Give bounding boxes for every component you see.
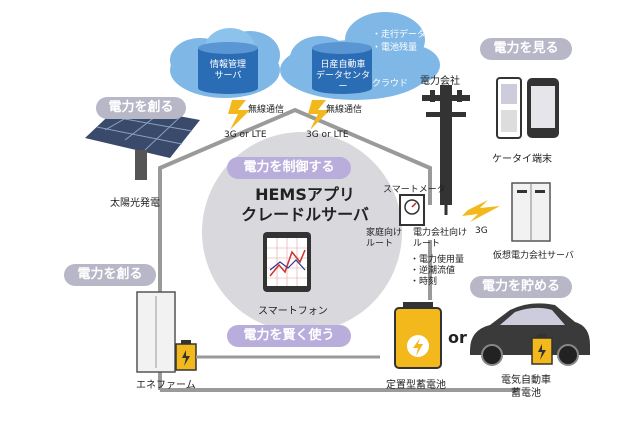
- house-outline: [158, 107, 432, 390]
- pill-store: 電力を貯める: [470, 276, 572, 298]
- lightning-icon: [228, 100, 500, 222]
- battery-icon: [175, 340, 197, 371]
- smart-meter-icon: [399, 194, 425, 226]
- nissan-dc-label: 日産自動車 データセンター: [315, 60, 370, 92]
- utility-item: ・電力使用量: [410, 255, 465, 265]
- electric-car-icon: [470, 303, 590, 366]
- utility-item: ・時刻: [410, 277, 438, 287]
- utility-item: ・逆潮流値: [410, 266, 456, 276]
- wireless-left-proto: 3G or LTE: [224, 130, 267, 140]
- stationary-battery-label: 定置型蓄電池: [386, 380, 446, 391]
- solar-label: 太陽光発電: [110, 198, 160, 209]
- pill-create-mid: 電力を創る: [64, 264, 156, 286]
- smartphone-icon: [527, 78, 559, 138]
- hems-title: HEMSアプリ クレードルサーバ: [240, 185, 370, 225]
- feature-phone-icon: [496, 77, 522, 139]
- server-rack-icon: [511, 182, 551, 242]
- power-company-label: 電力会社: [420, 76, 460, 87]
- battery-icon: [531, 334, 553, 365]
- database-icon: [198, 42, 258, 94]
- ene-farm-label: エネファーム: [136, 380, 196, 391]
- cloud-bullet: ・走行データ: [372, 30, 427, 40]
- tablet-chart-icon: [263, 232, 311, 292]
- smart-meter-label: スマートメータ: [383, 185, 446, 195]
- hems-title-line2: クレードルサーバ: [241, 205, 369, 224]
- ev-label: 電気自動車 蓄電池: [501, 375, 551, 399]
- cloud-label: クラウド: [372, 79, 409, 89]
- link-3g-label: 3G: [475, 226, 488, 236]
- cloud-bullet: ・電池残量: [372, 43, 418, 53]
- wireless-right-label: 無線通信: [326, 105, 363, 115]
- info-server-label: 情報管理 サーバ: [209, 60, 246, 81]
- pill-smart-use: 電力を賢く使う: [227, 325, 351, 347]
- database-icon: [312, 42, 372, 94]
- hems-title-line1: HEMSアプリ: [255, 185, 355, 204]
- pill-control: 電力を制御する: [227, 157, 351, 179]
- virtual-server-label: 仮想電力会社サーバ: [493, 251, 574, 261]
- home-route-label: 家庭向け ルート: [366, 228, 403, 249]
- wireless-left-label: 無線通信: [248, 105, 285, 115]
- mobile-label: ケータイ端末: [492, 154, 552, 165]
- wireless-right-proto: 3G or LTE: [306, 130, 349, 140]
- stationary-battery-icon: [394, 302, 442, 369]
- ene-farm-unit-icon: [136, 291, 176, 373]
- or-label: or: [448, 328, 467, 347]
- smartphone-label: スマートフォン: [258, 306, 328, 317]
- utility-route-label: 電力会社向け ルート: [413, 228, 468, 249]
- pill-create-top: 電力を創る: [96, 97, 186, 119]
- utility-pole-icon: [422, 85, 470, 205]
- pill-see: 電力を見る: [480, 38, 572, 60]
